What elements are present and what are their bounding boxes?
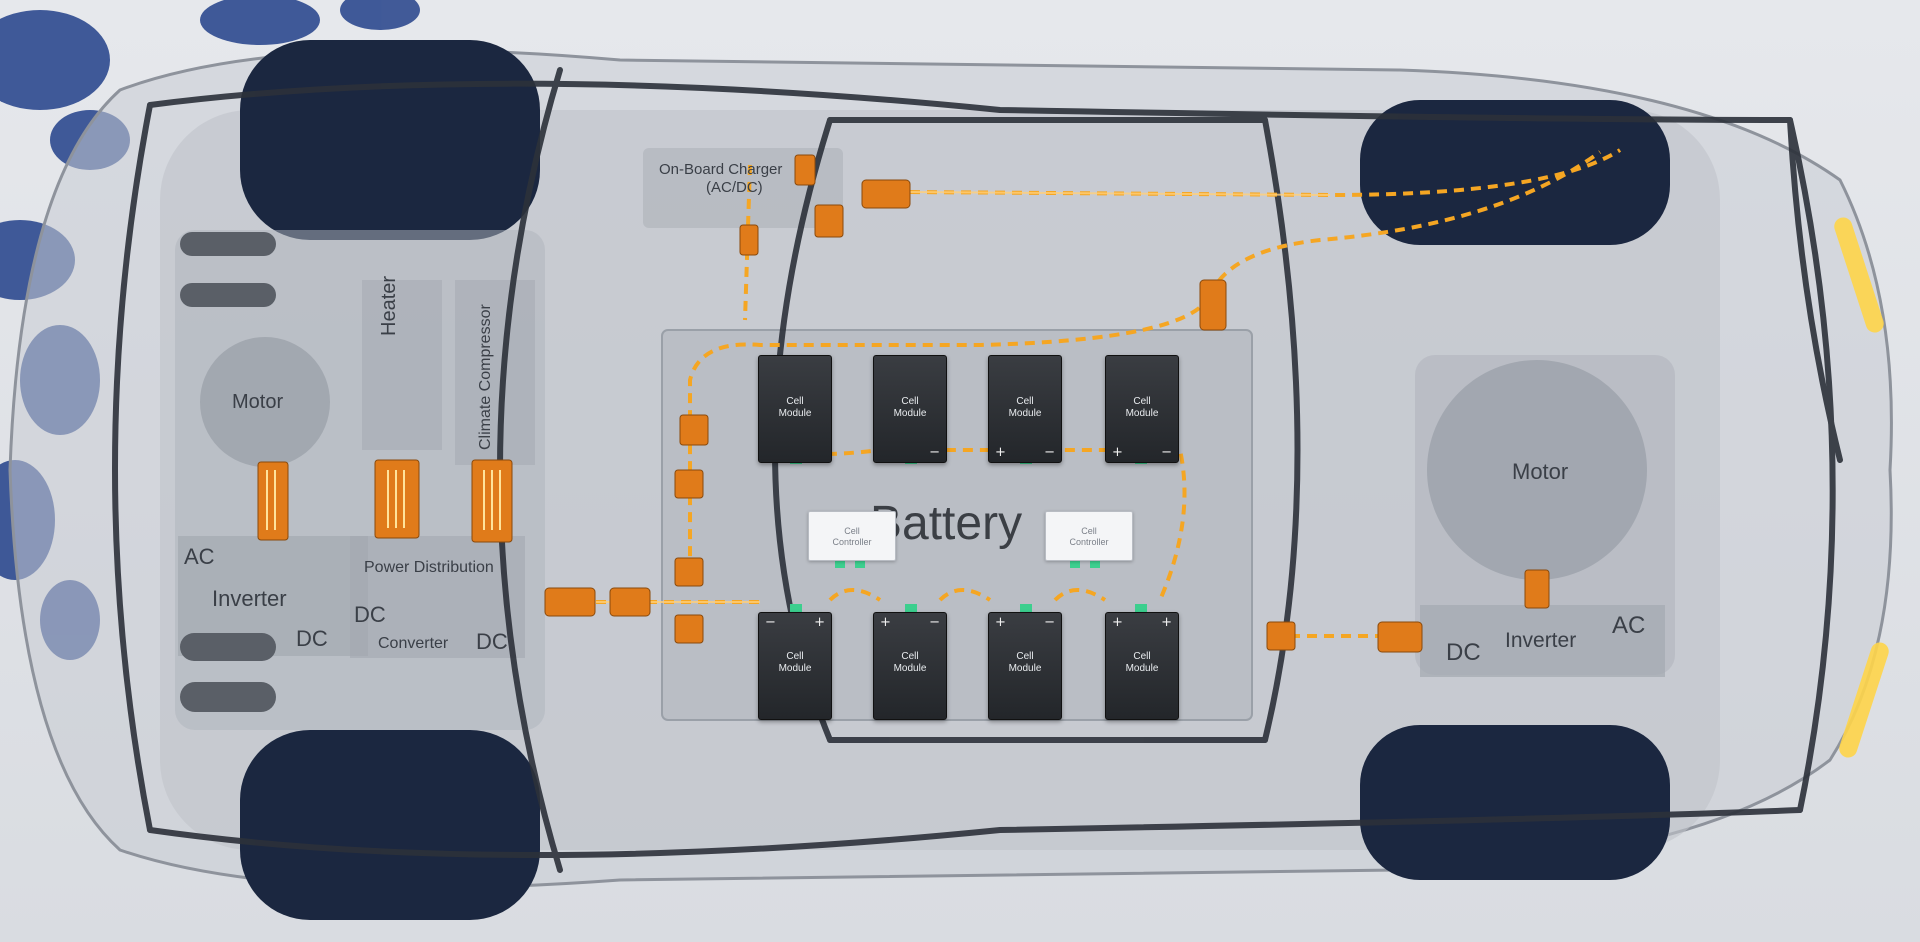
- cell-module-bottom-3: + − Cell Module: [988, 612, 1062, 720]
- connector: [257, 154, 1550, 653]
- rear-motor-label: Motor: [1512, 459, 1569, 484]
- compressor-box: [455, 280, 535, 465]
- dc-rear-label: DC: [1446, 639, 1481, 666]
- cell-module-negative: +: [1112, 615, 1123, 630]
- cell-module-positive: −: [765, 615, 776, 630]
- cooling-pipe: [180, 232, 276, 712]
- dc-converter-right-label: DC: [476, 629, 508, 654]
- cell-module-top-4: Cell Module + −: [1105, 355, 1179, 463]
- ac-rear-label: AC: [1612, 612, 1646, 639]
- inverter-front-label: Inverter: [212, 586, 287, 611]
- onboard-charger-label-line2: (AC/DC): [706, 179, 763, 196]
- cell-module-negative: −: [929, 615, 940, 630]
- power-distribution-label: Power Distribution: [364, 559, 494, 576]
- cell-module-name-line1: Cell: [1133, 651, 1151, 662]
- cell-module-name-line1: Cell: [786, 396, 804, 407]
- inverter-rear-box: [1420, 605, 1665, 677]
- cell-module-bottom-1: − + Cell Module: [758, 612, 832, 720]
- cell-module-name-line1: Cell: [1016, 396, 1034, 407]
- cell-module-name-line2: Module: [778, 408, 812, 419]
- cell-module-name-line1: Cell: [901, 396, 919, 407]
- front-motor-label: Motor: [232, 391, 284, 413]
- cell-module-negative: +: [814, 615, 825, 630]
- cell-module-name-line1: Cell: [1016, 651, 1034, 662]
- dc-converter-top-label: DC: [354, 602, 386, 627]
- onboard-charger-label-line1: On-Board Charger: [659, 161, 783, 178]
- cell-module-positive: +: [995, 615, 1006, 630]
- cell-module-bottom-4: + + Cell Module: [1105, 612, 1179, 720]
- inverter-rear-label: Inverter: [1505, 629, 1577, 652]
- dc-front-label: DC: [296, 626, 328, 651]
- cell-module-name-line1: Cell: [901, 651, 919, 662]
- cell-module-name-line1: Cell: [1133, 396, 1151, 407]
- cell-controller-label-line2: Controller: [832, 537, 872, 547]
- cell-module-negative: −: [929, 445, 940, 460]
- converter-label: Converter: [378, 635, 449, 652]
- dc-converter-box: [350, 536, 525, 658]
- cell-module-positive: +: [1161, 615, 1172, 630]
- heater-label: Heater: [378, 275, 400, 336]
- cell-controller-label-line1: Cell: [1081, 526, 1097, 536]
- front-motor-shape: [200, 337, 330, 467]
- ac-front-label: AC: [184, 544, 215, 569]
- cell-controller-label-line2: Controller: [1069, 537, 1109, 547]
- cell-module-negative: −: [1044, 445, 1055, 460]
- cell-module-top-3: Cell Module + −: [988, 355, 1062, 463]
- cell-controller-label-line1: Cell: [844, 526, 860, 536]
- cell-module-top-1: Cell Module: [758, 355, 832, 463]
- heater-box: [362, 280, 442, 450]
- cell-module-name-line2: Module: [778, 663, 812, 674]
- cell-controller: Cell Controller: [1045, 511, 1133, 561]
- headlight: [1834, 217, 1889, 758]
- cell-module-name-line1: Cell: [786, 651, 804, 662]
- cell-controller: Cell Controller: [808, 511, 896, 561]
- cell-module-positive: +: [1112, 445, 1123, 460]
- cell-module-top-2: Cell Module −: [873, 355, 947, 463]
- cell-module-negative: −: [1161, 445, 1172, 460]
- cell-module-negative: −: [1044, 615, 1055, 630]
- cell-module-positive: +: [995, 445, 1006, 460]
- connector-stripes: [266, 470, 501, 530]
- rear-motor-shape: [1427, 360, 1647, 580]
- climate-compressor-label: Climate Compressor: [477, 304, 494, 450]
- cell-module-name-line2: Module: [1008, 408, 1042, 419]
- cell-module-name-line2: Module: [1125, 408, 1159, 419]
- cell-module-positive: +: [880, 615, 891, 630]
- cell-module-name-line2: Module: [893, 408, 927, 419]
- cell-module-bottom-2: + − Cell Module: [873, 612, 947, 720]
- cell-module-name-line2: Module: [1008, 663, 1042, 674]
- cell-module-name-line2: Module: [893, 663, 927, 674]
- onboard-charger-box: [643, 148, 843, 228]
- cell-module-name-line2: Module: [1125, 663, 1159, 674]
